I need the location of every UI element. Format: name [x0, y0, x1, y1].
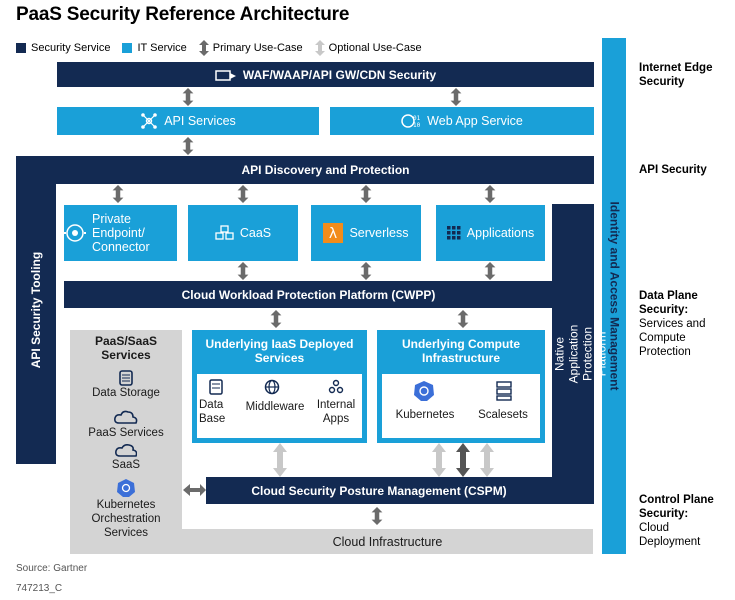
page-title: PaaS Security Reference Architecture	[16, 4, 350, 25]
api-tooling-bar: API Security Tooling	[16, 156, 56, 464]
primary-arrow-icon	[456, 443, 470, 477]
control-plane-label: Control Plane Security: Cloud Deployment	[639, 494, 714, 548]
swatch-icon	[16, 43, 26, 53]
connector-icon	[64, 224, 86, 242]
svg-text:λ: λ	[329, 226, 337, 242]
cwpp-bar: Cloud Workload Protection Platform (CWPP…	[64, 281, 553, 308]
api-frame-top	[16, 156, 594, 184]
apps-icon	[321, 378, 351, 396]
optional-arrow-icon	[273, 443, 287, 477]
primary-arrow-icon	[237, 185, 249, 203]
kubernetes-icon	[70, 478, 182, 498]
primary-arrow-icon	[360, 185, 372, 203]
api-discovery-label: API Discovery and Protection	[241, 163, 410, 177]
servers-icon	[492, 380, 516, 402]
kubernetes-icon	[412, 380, 436, 402]
storage-icon	[70, 370, 182, 386]
primary-arrow-icon	[182, 88, 194, 106]
primary-arrow-icon	[183, 484, 206, 496]
database-icon	[201, 378, 231, 396]
api-services-box: API Services	[57, 107, 319, 135]
primary-arrow-icon	[270, 310, 282, 328]
globe-icon	[257, 378, 287, 396]
api-security-label: API Security	[639, 164, 707, 176]
primary-arrow-icon	[457, 310, 469, 328]
legend: Security Service IT Service Primary Use-…	[16, 40, 434, 56]
iaas-panel: Underlying IaaS Deployed Services Data B…	[192, 330, 367, 443]
primary-arrow-icon	[237, 262, 249, 280]
svg-text:10: 10	[413, 122, 421, 129]
iaas-inner: Data Base Middleware Internal Apps	[197, 374, 362, 438]
containers-icon	[215, 225, 234, 240]
cloud-icon	[70, 444, 182, 458]
globe-binary-icon: 01 10	[401, 114, 421, 129]
compute-inner: Kubernetes Scalesets	[382, 374, 540, 438]
cloud-infrastructure-bar: Cloud Infrastructure	[182, 529, 593, 554]
primary-arrow-icon	[484, 185, 496, 203]
lambda-icon: λ	[323, 223, 344, 243]
primary-arrow-icon	[450, 88, 462, 106]
primary-arrow-icon	[182, 137, 194, 155]
optional-arrow-icon	[480, 443, 494, 477]
legend-security: Security Service	[16, 42, 110, 54]
data-plane-label: Data Plane Security: Services and Comput…	[639, 290, 706, 358]
serverless-box: λ Serverless	[311, 205, 421, 261]
grid-icon	[446, 226, 461, 240]
compute-panel: Underlying Compute Infrastructure Kubern…	[377, 330, 545, 443]
cloud-nodes-icon	[70, 410, 182, 426]
network-icon	[141, 113, 158, 129]
iam-bar: Identity and Access Management	[602, 38, 626, 554]
swatch-icon	[122, 43, 133, 53]
private-endpoint-box: Private Endpoint/ Connector	[64, 205, 177, 261]
caas-box: CaaS	[188, 205, 298, 261]
legend-it: IT Service	[122, 42, 187, 54]
primary-arrow-icon	[484, 262, 496, 280]
waf-bar: WAF/WAAP/API GW/CDN Security	[57, 62, 594, 87]
svg-text:01: 01	[413, 115, 421, 122]
primary-arrow-icon	[112, 185, 124, 203]
cspm-bar: Cloud Security Posture Management (CSPM)	[206, 477, 552, 504]
legend-optional: Optional Use-Case	[314, 40, 422, 56]
applications-box: Applications	[436, 205, 545, 261]
code-text: 747213_C	[16, 583, 63, 594]
optional-arrow-icon	[432, 443, 446, 477]
cnapp-bar: Cloud Native Application Protection Plat…	[538, 204, 608, 504]
primary-arrow-icon	[360, 262, 372, 280]
legend-primary: Primary Use-Case	[198, 40, 303, 56]
primary-arrow-icon	[371, 507, 383, 525]
double-arrow-icon	[314, 40, 325, 56]
source-text: Source: Gartner	[16, 563, 88, 574]
internet-edge-label: Internet Edge Security	[639, 62, 713, 88]
cloud-shield-icon	[215, 69, 236, 81]
paas-saas-panel: PaaS/SaaS Services Data Storage PaaS Ser…	[70, 330, 182, 554]
web-app-box: 01 10 Web App Service	[330, 107, 594, 135]
double-arrow-icon	[198, 40, 209, 56]
